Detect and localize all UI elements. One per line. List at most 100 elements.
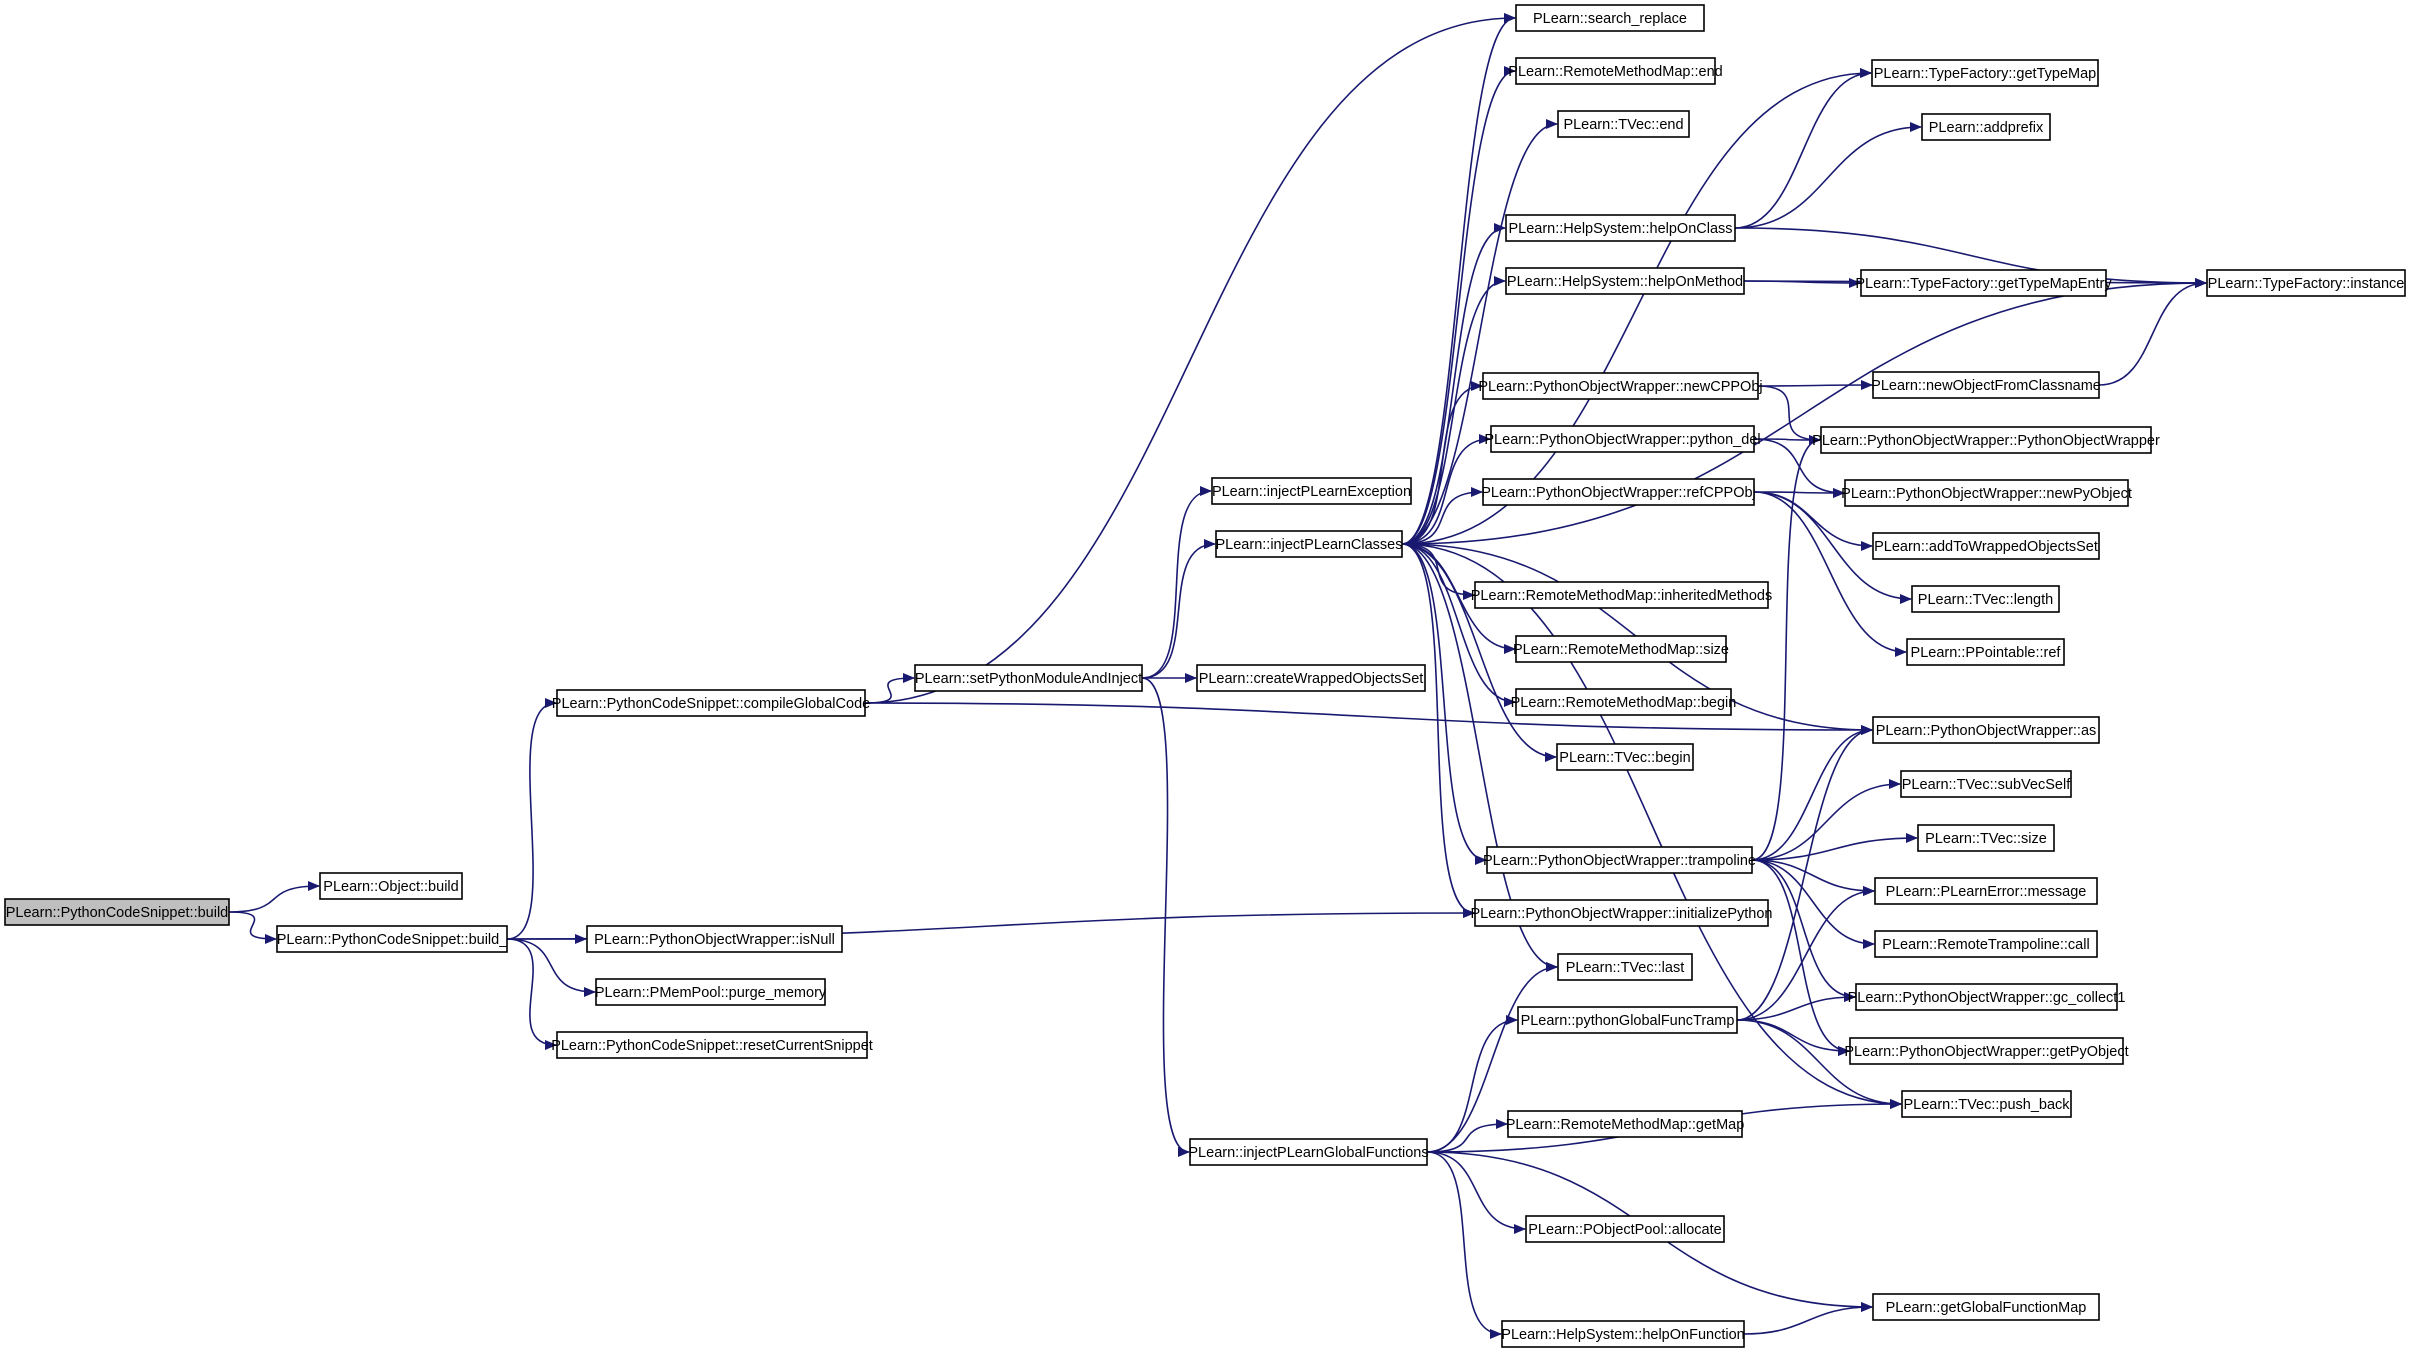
node-box	[1557, 953, 1693, 981]
node-n9[interactable]: PLearn::injectPLearnException	[1211, 477, 1412, 505]
node-n41[interactable]: PLearn::PythonObjectWrapper::as	[1872, 716, 2100, 744]
node-n33[interactable]: PLearn::TypeFactory::getTypeMapEntry	[1855, 269, 2112, 297]
node-n3[interactable]: PLearn::PythonCodeSnippet::compileGlobal…	[552, 689, 870, 717]
edge-n11-n29	[1426, 1151, 1526, 1234]
edge-n0-n1	[228, 881, 320, 913]
node-box	[1849, 1037, 2124, 1065]
node-n16[interactable]: PLearn::HelpSystem::helpOnMethod	[1505, 267, 1745, 295]
node-box	[556, 689, 866, 717]
node-n18[interactable]: PLearn::PythonObjectWrapper::python_del	[1484, 425, 1761, 453]
node-n17[interactable]: PLearn::PythonObjectWrapper::newCPPObj	[1478, 372, 1763, 400]
node-box	[1505, 267, 1745, 295]
node-n10[interactable]: PLearn::injectPLearnClasses	[1215, 530, 1403, 558]
node-n6[interactable]: PLearn::PythonCodeSnippet::resetCurrentS…	[551, 1031, 873, 1059]
node-n30[interactable]: PLearn::HelpSystem::helpOnFunction	[1501, 1320, 1745, 1348]
node-box	[1482, 478, 1755, 506]
node-box	[1505, 214, 1736, 242]
node-label: PLearn::PythonObjectWrapper::newPyObject	[1841, 486, 2132, 502]
node-n35[interactable]: PLearn::newObjectFromClassname	[1871, 371, 2101, 399]
node-n20[interactable]: PLearn::RemoteMethodMap::inheritedMethod…	[1471, 581, 1772, 609]
node-box	[1474, 899, 1769, 927]
node-n38[interactable]: PLearn::addToWrappedObjectsSet	[1872, 532, 2100, 560]
edge-n24-n42	[1751, 779, 1901, 861]
node-n27[interactable]: PLearn::pythonGlobalFuncTramp	[1517, 1006, 1738, 1034]
edge-n7-n9	[1141, 486, 1212, 679]
node-n31[interactable]: PLearn::TypeFactory::getTypeMap	[1871, 59, 2099, 87]
edge-n19-n39	[1753, 491, 1912, 604]
node-n39[interactable]: PLearn::TVec::length	[1911, 585, 2060, 613]
node-n45[interactable]: PLearn::RemoteTrampoline::call	[1874, 930, 2098, 958]
node-label: PLearn::RemoteTrampoline::call	[1882, 937, 2089, 953]
node-label: PLearn::injectPLearnGlobalFunctions	[1188, 1145, 1428, 1161]
node-n46[interactable]: PLearn::PythonObjectWrapper::gc_collect1	[1848, 983, 2126, 1011]
edge-n7-n11	[1141, 677, 1190, 1157]
edge-n3-n7	[864, 673, 915, 704]
node-box	[1872, 532, 2100, 560]
node-label: PLearn::TVec::size	[1925, 831, 2047, 847]
edge-n18-n36	[1753, 434, 1821, 445]
node-n4[interactable]: PLearn::PythonObjectWrapper::isNull	[586, 925, 843, 953]
node-n2[interactable]: PLearn::PythonCodeSnippet::build_	[276, 925, 508, 953]
edge-n11-n27	[1426, 1015, 1518, 1153]
node-n23[interactable]: PLearn::TVec::begin	[1556, 743, 1694, 771]
node-label: PLearn::createWrappedObjectsSet	[1199, 671, 1424, 687]
node-box	[1872, 371, 2100, 399]
node-label: PLearn::search_replace	[1533, 11, 1687, 27]
edge-n7-n10	[1141, 539, 1216, 679]
node-box	[1874, 930, 2098, 958]
node-n43[interactable]: PLearn::TVec::size	[1917, 824, 2055, 852]
node-n32[interactable]: PLearn::addprefix	[1921, 113, 2051, 141]
node-box	[914, 664, 1143, 692]
node-n42[interactable]: PLearn::TVec::subVecSelf	[1900, 770, 2072, 798]
node-box	[1515, 57, 1716, 85]
node-n29[interactable]: PLearn::PObjectPool::allocate	[1525, 1215, 1725, 1243]
node-box	[1917, 824, 2055, 852]
node-n1[interactable]: PLearn::Object::build	[319, 872, 463, 900]
node-box	[1860, 269, 2107, 297]
node-box	[1215, 530, 1403, 558]
node-box	[1515, 4, 1705, 32]
node-box	[1921, 113, 2051, 141]
node-n44[interactable]: PLearn::PLearnError::message	[1874, 877, 2098, 905]
node-layer: PLearn::PythonCodeSnippet::buildPLearn::…	[4, 4, 2406, 1348]
node-n12[interactable]: PLearn::search_replace	[1515, 4, 1705, 32]
node-n49[interactable]: PLearn::getGlobalFunctionMap	[1872, 1293, 2100, 1321]
edge-n10-n13	[1401, 66, 1516, 545]
node-n5[interactable]: PLearn::PMemPool::purge_memory	[595, 978, 827, 1006]
node-n21[interactable]: PLearn::RemoteMethodMap::size	[1513, 635, 1729, 663]
node-n28[interactable]: PLearn::RemoteMethodMap::getMap	[1506, 1110, 1745, 1138]
node-n36[interactable]: PLearn::PythonObjectWrapper::PythonObjec…	[1812, 426, 2160, 454]
edge-n10-n34	[1401, 278, 2207, 545]
node-label: PLearn::PythonObjectWrapper::refCPPObj	[1481, 485, 1756, 501]
node-box	[1871, 59, 2099, 87]
node-label: PLearn::setPythonModuleAndInject	[915, 671, 1142, 687]
node-box	[1515, 635, 1727, 663]
node-n24[interactable]: PLearn::PythonObjectWrapper::trampoline	[1483, 846, 1756, 874]
node-n47[interactable]: PLearn::PythonObjectWrapper::getPyObject	[1844, 1037, 2129, 1065]
node-n14[interactable]: PLearn::TVec::end	[1557, 110, 1690, 138]
node-label: PLearn::TypeFactory::instance	[2208, 276, 2405, 292]
node-n22[interactable]: PLearn::RemoteMethodMap::begin	[1511, 688, 1737, 716]
node-label: PLearn::HelpSystem::helpOnClass	[1508, 221, 1732, 237]
node-n15[interactable]: PLearn::HelpSystem::helpOnClass	[1505, 214, 1736, 242]
node-n40[interactable]: PLearn::PPointable::ref	[1906, 638, 2065, 666]
node-n19[interactable]: PLearn::PythonObjectWrapper::refCPPObj	[1481, 478, 1756, 506]
edge-n15-n31	[1734, 68, 1872, 229]
node-n37[interactable]: PLearn::PythonObjectWrapper::newPyObject	[1841, 479, 2132, 507]
edge-n3-n12	[864, 13, 1516, 704]
node-n34[interactable]: PLearn::TypeFactory::instance	[2206, 269, 2406, 297]
node-n8[interactable]: PLearn::createWrappedObjectsSet	[1196, 664, 1426, 692]
node-n26[interactable]: PLearn::TVec::last	[1557, 953, 1693, 981]
node-n48[interactable]: PLearn::TVec::push_back	[1901, 1090, 2072, 1118]
edge-n24-n47	[1751, 859, 1850, 1056]
node-box	[1855, 983, 2118, 1011]
node-box	[586, 925, 843, 953]
node-n11[interactable]: PLearn::injectPLearnGlobalFunctions	[1188, 1138, 1429, 1166]
edge-n35-n34	[2098, 278, 2207, 386]
node-label: PLearn::TVec::last	[1566, 960, 1684, 976]
node-n13[interactable]: PLearn::RemoteMethodMap::end	[1508, 57, 1723, 85]
node-n25[interactable]: PLearn::PythonObjectWrapper::initializeP…	[1471, 899, 1773, 927]
node-box	[1874, 877, 2098, 905]
node-n7[interactable]: PLearn::setPythonModuleAndInject	[914, 664, 1143, 692]
edge-n27-n47	[1736, 1019, 1850, 1056]
